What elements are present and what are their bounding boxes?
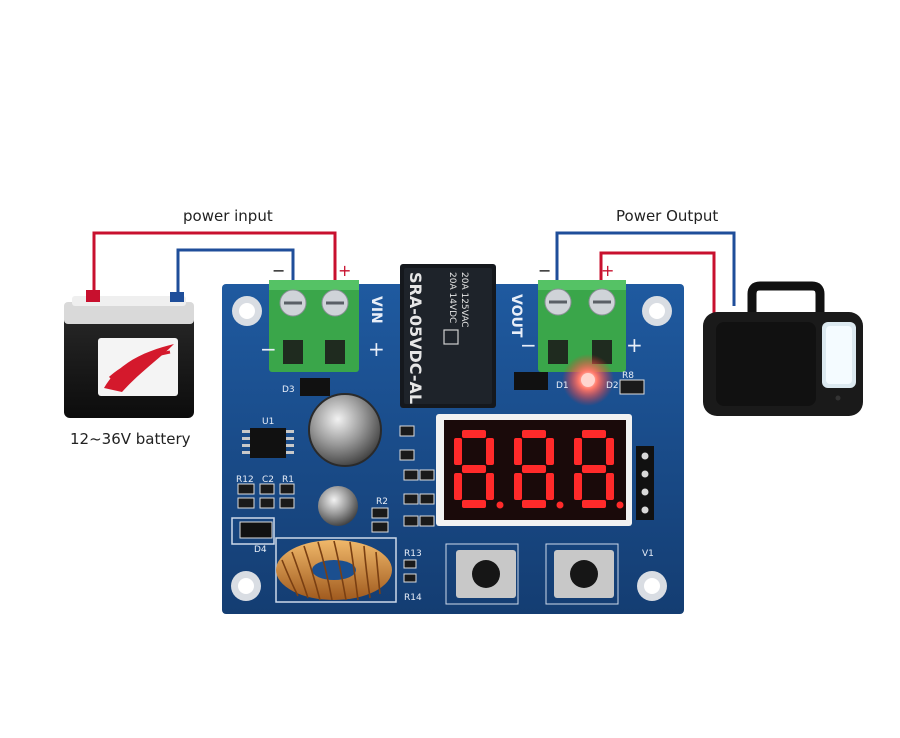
ref-r13: R13 bbox=[404, 549, 422, 559]
vin-silk-label: VIN bbox=[368, 296, 384, 324]
input-wires bbox=[92, 231, 337, 312]
input-silk-minus: − bbox=[260, 337, 277, 361]
ref-r2: R2 bbox=[376, 497, 388, 507]
power-station-load bbox=[703, 281, 863, 416]
digit-2-segment-a bbox=[522, 430, 546, 438]
seven-segment-display bbox=[436, 414, 632, 526]
ref-d4: D4 bbox=[254, 545, 267, 555]
output-negative-wire bbox=[555, 231, 736, 306]
digit-1-segment-a bbox=[462, 430, 486, 438]
status-led bbox=[562, 354, 614, 406]
display-digits bbox=[454, 430, 624, 509]
relay-model: SRA-05VDC-AL bbox=[406, 272, 425, 404]
battery-positive-terminal bbox=[86, 290, 100, 302]
input-silk-plus: + bbox=[368, 337, 385, 361]
input-terminal-block bbox=[269, 280, 359, 372]
diode-d1 bbox=[514, 372, 548, 390]
output-silk-plus: + bbox=[626, 333, 643, 357]
ref-r14: R14 bbox=[404, 593, 422, 603]
digit-3-decimal-point bbox=[616, 501, 624, 509]
digit-2-segment-f bbox=[514, 438, 522, 465]
header-pins bbox=[636, 446, 654, 520]
battery-negative-terminal bbox=[170, 292, 184, 302]
capacitor-small bbox=[318, 486, 358, 526]
digit-3-segment-f bbox=[574, 438, 582, 465]
digit-1-segment-e bbox=[454, 473, 462, 500]
output-plus-mark: + bbox=[601, 261, 614, 280]
power-input-label: power input bbox=[183, 207, 273, 225]
vout-silk-label: VOUT bbox=[508, 294, 524, 338]
output-wires bbox=[555, 231, 736, 316]
ref-c2: C2 bbox=[262, 475, 274, 485]
output-positive-wire bbox=[599, 251, 716, 316]
ref-r1: R1 bbox=[282, 475, 294, 485]
digit-2-decimal-point bbox=[556, 501, 564, 509]
chip-u1 bbox=[242, 428, 294, 458]
digit-1-segment-c bbox=[486, 473, 494, 500]
battery-label: 12~36V battery bbox=[70, 430, 191, 448]
capacitor-large bbox=[308, 393, 382, 467]
smd-components-left bbox=[237, 425, 435, 583]
digit-1-segment-g bbox=[462, 465, 486, 473]
resistor-r8 bbox=[619, 379, 645, 395]
tactile-button-1[interactable] bbox=[456, 550, 516, 598]
ref-d2: D2 bbox=[606, 381, 619, 391]
toroid-inductor bbox=[276, 540, 392, 601]
output-minus-mark: − bbox=[538, 261, 551, 280]
relay: SRA-05VDC-AL 20A 14VDC 20A 125VAC bbox=[400, 264, 496, 408]
digit-2-segment-b bbox=[546, 438, 554, 465]
digit-2-segment-e bbox=[514, 473, 522, 500]
digit-3-segment-g bbox=[582, 465, 606, 473]
ref-d3: D3 bbox=[282, 385, 295, 395]
digit-2-segment-g bbox=[522, 465, 546, 473]
ref-r8: R8 bbox=[622, 371, 634, 381]
digit-1-decimal-point bbox=[496, 501, 504, 509]
input-negative-wire bbox=[176, 248, 295, 300]
digit-1-segment-d bbox=[462, 500, 486, 508]
digit-3-segment-c bbox=[606, 473, 614, 500]
digit-3-segment-e bbox=[574, 473, 582, 500]
digit-2-segment-c bbox=[546, 473, 554, 500]
ref-d1: D1 bbox=[556, 381, 569, 391]
relay-rating-1: 20A 14VDC bbox=[447, 272, 457, 323]
digit-3-segment-b bbox=[606, 438, 614, 465]
diode-d3 bbox=[300, 378, 330, 396]
relay-rating-2: 20A 125VAC bbox=[459, 272, 469, 328]
power-output-label: Power Output bbox=[616, 207, 719, 225]
input-minus-mark: − bbox=[272, 261, 285, 280]
digit-2-segment-d bbox=[522, 500, 546, 508]
tactile-button-2[interactable] bbox=[554, 550, 614, 598]
ref-v1: V1 bbox=[642, 549, 654, 559]
mounting-holes bbox=[231, 296, 672, 601]
input-plus-mark: + bbox=[338, 261, 351, 280]
input-positive-wire bbox=[92, 231, 337, 312]
ref-u1: U1 bbox=[262, 417, 274, 427]
digit-3-segment-d bbox=[582, 500, 606, 508]
ul-mark-icon bbox=[443, 329, 459, 345]
battery bbox=[64, 290, 194, 418]
digit-3-segment-a bbox=[582, 430, 606, 438]
ref-r12: R12 bbox=[236, 475, 254, 485]
output-silk-minus: − bbox=[520, 333, 537, 357]
digit-1-segment-b bbox=[486, 438, 494, 465]
digit-1-segment-f bbox=[454, 438, 462, 465]
